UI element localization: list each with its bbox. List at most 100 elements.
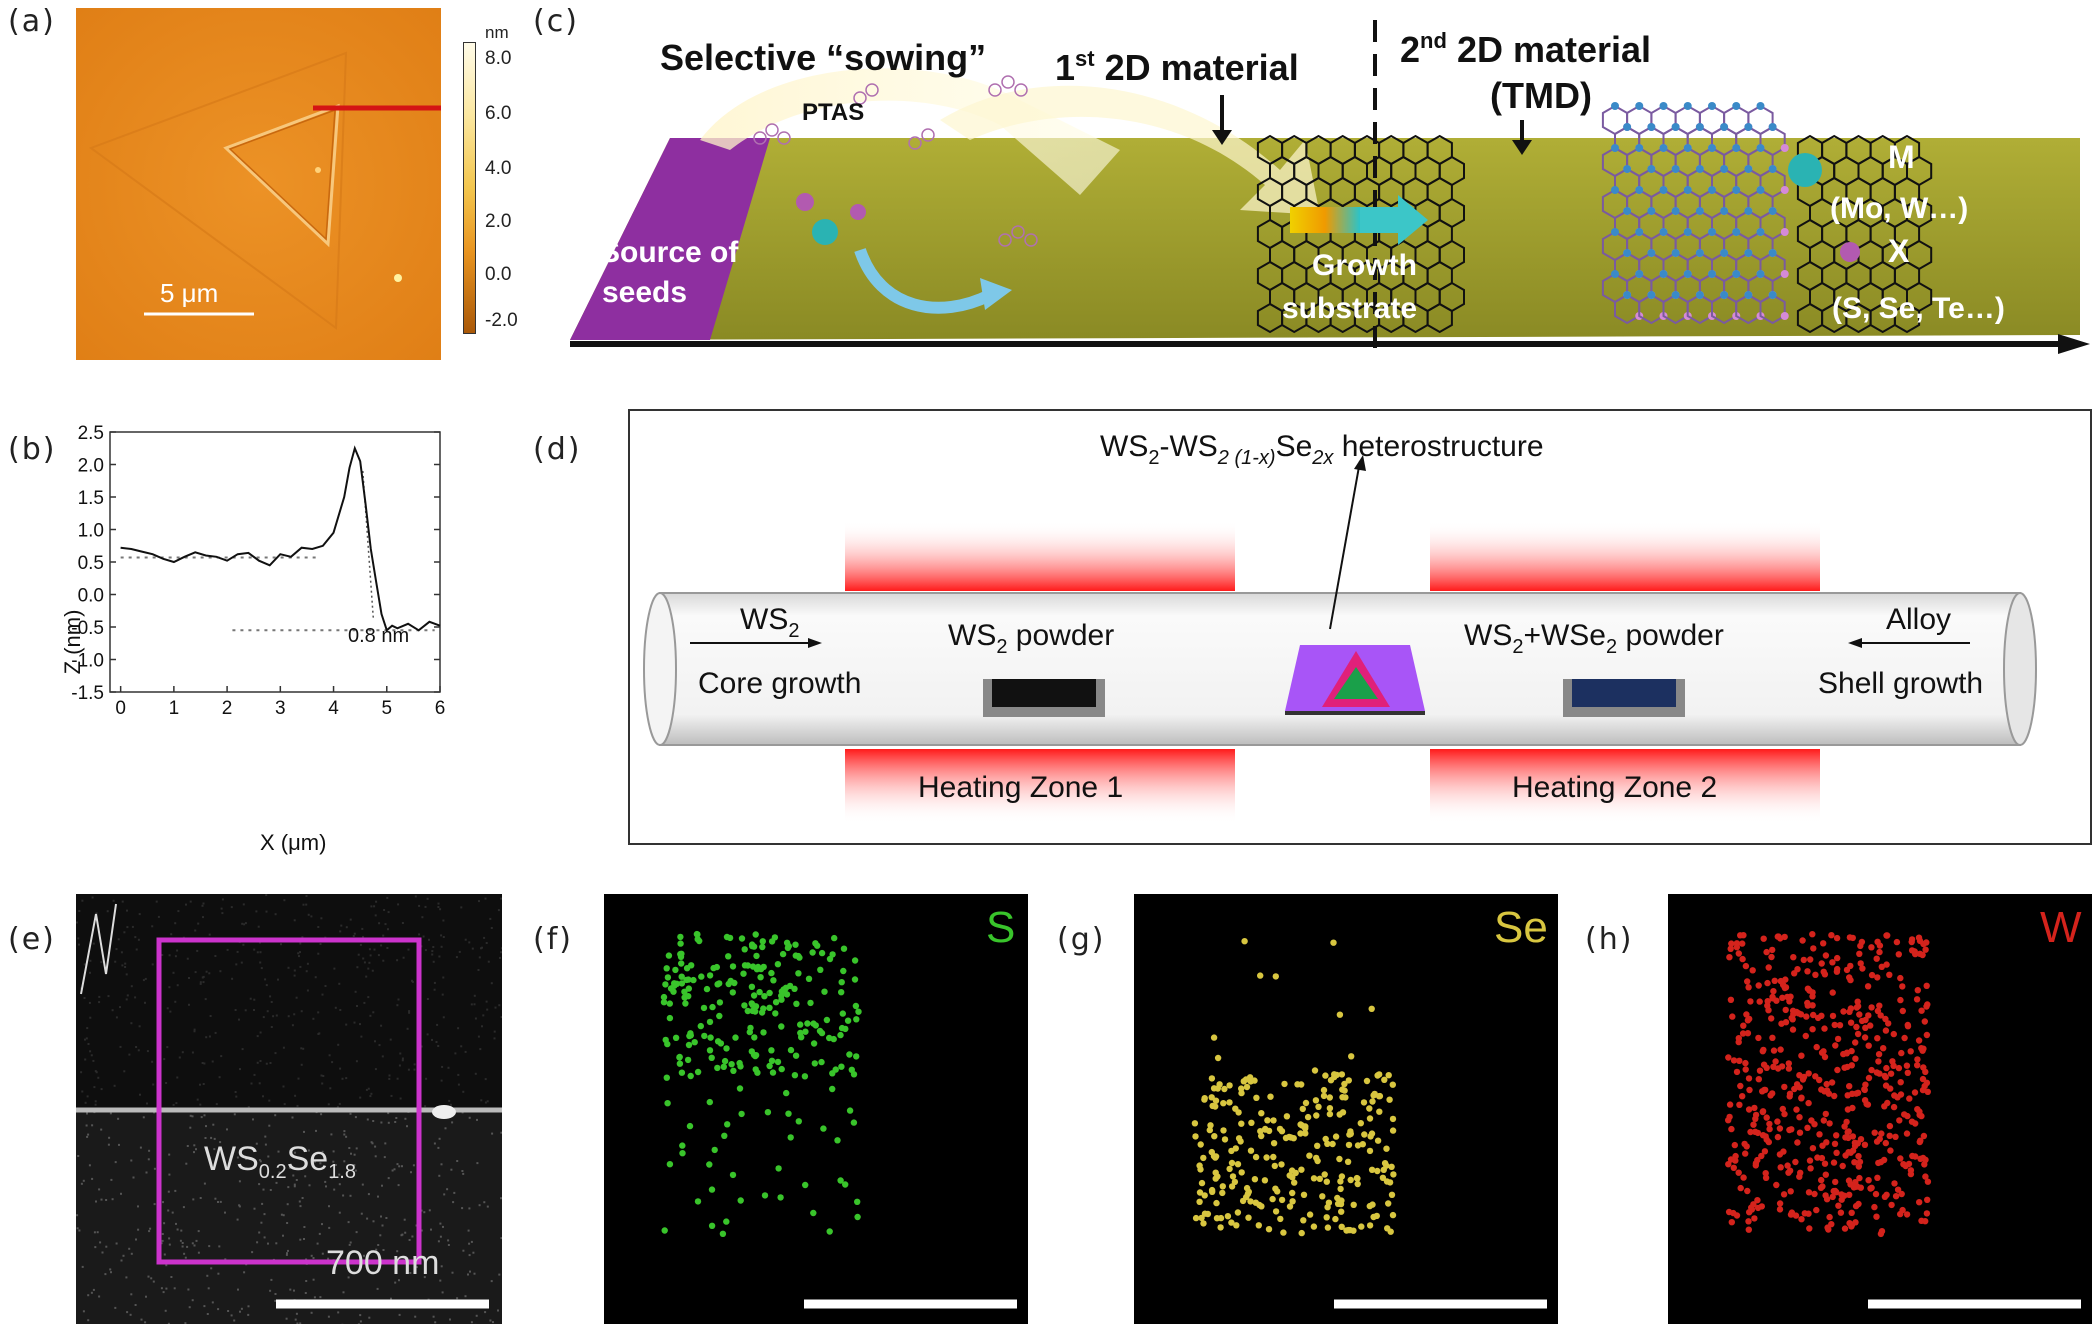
element-dot — [1745, 1218, 1752, 1225]
element-dot — [1805, 1189, 1813, 1196]
element-dot — [761, 1192, 769, 1199]
element-dot — [1731, 1141, 1738, 1149]
element-dot — [666, 1161, 674, 1168]
element-dot — [716, 1012, 723, 1020]
element-dot — [838, 1063, 845, 1070]
svg-text:8.0: 8.0 — [485, 48, 511, 69]
element-dot — [766, 1004, 773, 1011]
element-dot — [1388, 1191, 1396, 1198]
element-dot — [807, 999, 814, 1007]
element-dot — [774, 1058, 782, 1066]
element-dot — [1915, 1037, 1923, 1044]
element-dot — [1742, 1066, 1749, 1073]
element-dot — [1229, 1173, 1237, 1180]
element-dot — [1744, 978, 1751, 985]
element-dot — [1346, 1226, 1354, 1234]
y-axis-label: Z (nm) — [60, 610, 85, 675]
element-dot — [1326, 1110, 1334, 1118]
element-dot — [1894, 1186, 1902, 1193]
element-dot — [1897, 1079, 1904, 1086]
element-dot — [1208, 1075, 1216, 1082]
element-dot — [1798, 1216, 1805, 1223]
element-dot — [1348, 1053, 1355, 1060]
element-dot — [1232, 1145, 1239, 1152]
element-dot — [1727, 945, 1734, 952]
element-dot — [1814, 1154, 1821, 1161]
element-dot — [792, 1052, 800, 1059]
element-dot — [1339, 1094, 1346, 1101]
element-dot — [1864, 1101, 1872, 1108]
element-dot — [1788, 1126, 1795, 1133]
element-dot — [1350, 1201, 1357, 1208]
element-dot — [1257, 1128, 1264, 1135]
element-dot — [1773, 997, 1780, 1004]
element-dot — [1798, 1095, 1805, 1102]
element-dot — [1745, 1106, 1753, 1113]
element-dot — [1876, 1002, 1883, 1009]
element-dot — [1833, 1132, 1840, 1139]
element-dot — [737, 1197, 744, 1204]
element-dot — [837, 1031, 844, 1039]
svg-text:6.0: 6.0 — [485, 103, 511, 124]
element-dot — [816, 1027, 824, 1035]
element-dot — [1214, 1054, 1222, 1062]
element-dot — [1922, 1218, 1929, 1225]
element-dot — [1749, 967, 1756, 974]
element-dot — [1806, 1157, 1814, 1164]
element-dot — [784, 944, 792, 952]
element-dot — [1728, 1219, 1735, 1226]
element-dot — [760, 1029, 767, 1036]
element-dot — [1923, 982, 1930, 989]
element-dot — [1864, 983, 1872, 990]
panel-f-sulfur-map: S — [604, 894, 1028, 1324]
element-dot — [1846, 1220, 1853, 1227]
element-dot — [1801, 1210, 1808, 1217]
element-dot — [1217, 1224, 1224, 1231]
element-dot — [1865, 1042, 1872, 1049]
element-dot — [1833, 1149, 1840, 1156]
element-dot — [1300, 1217, 1307, 1224]
element-dot — [1742, 962, 1750, 970]
element-dot — [1201, 1095, 1208, 1102]
element-dot — [818, 949, 826, 957]
element-dot — [850, 1119, 858, 1126]
sowing-title: Selective “sowing” — [660, 37, 986, 78]
element-dot — [1321, 1171, 1328, 1178]
tmd-lattice — [1601, 102, 1789, 325]
element-dot — [1386, 1179, 1394, 1186]
element-dot — [768, 1047, 775, 1054]
element-dot — [1883, 1191, 1890, 1198]
element-dot — [1324, 1224, 1332, 1231]
element-dot — [1376, 1071, 1383, 1078]
x-atom-legend-icon — [1840, 242, 1860, 262]
element-dot — [1263, 1154, 1270, 1161]
element-dot — [1745, 1075, 1753, 1082]
element-dot — [1805, 1070, 1812, 1077]
element-dot — [1787, 1188, 1794, 1195]
element-dot — [823, 1016, 831, 1024]
element-dot — [1781, 933, 1788, 941]
element-dot — [1826, 1120, 1833, 1127]
element-dot — [1784, 1162, 1791, 1169]
element-dot — [1882, 1074, 1889, 1081]
element-dot — [666, 1000, 673, 1007]
element-dot — [1903, 1130, 1911, 1137]
x-atom-icon — [850, 204, 866, 220]
element-dot — [1196, 1189, 1204, 1196]
element-dot — [1822, 952, 1830, 959]
element-dot — [1277, 1215, 1284, 1223]
element-dot — [1874, 974, 1881, 981]
element-dot — [1882, 1015, 1889, 1023]
element-dot — [1804, 985, 1812, 992]
element-dot — [685, 1041, 693, 1049]
element-dot — [1831, 1092, 1838, 1100]
element-dot — [1388, 1163, 1395, 1170]
element-dot — [1210, 1034, 1218, 1041]
element-dot — [1740, 1022, 1747, 1029]
element-dot — [1837, 1209, 1845, 1216]
element-dot — [1903, 1062, 1911, 1069]
element-dot — [853, 1053, 860, 1060]
element-dot — [1842, 1152, 1849, 1159]
element-dot — [1846, 1191, 1853, 1198]
element-dot — [1282, 1134, 1290, 1142]
